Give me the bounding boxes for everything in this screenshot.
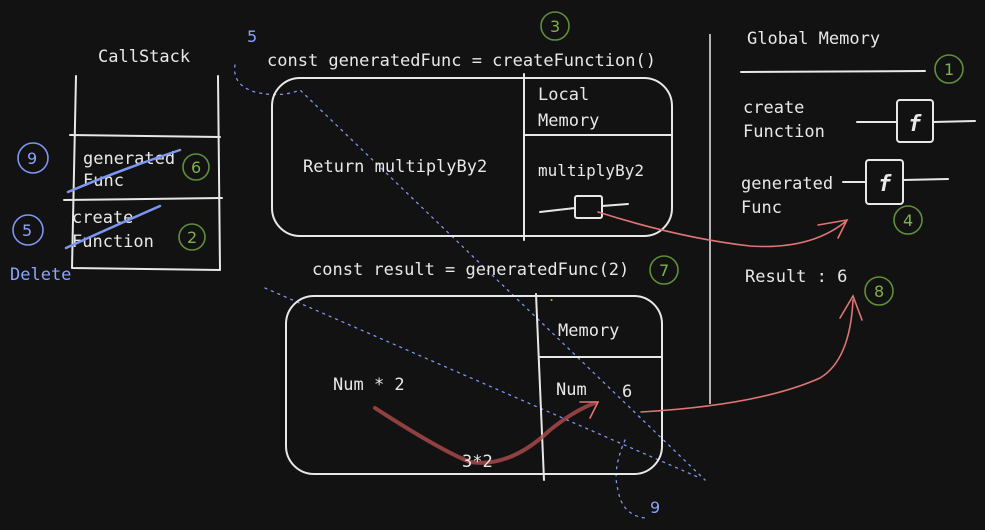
calc-arrow xyxy=(373,401,597,465)
calc-arrow-head xyxy=(579,401,600,419)
ec1-mem-var: multiplyBy2 xyxy=(538,161,644,180)
dotted-divider-2 xyxy=(264,287,701,479)
frame-generated-line2: Func xyxy=(83,171,124,191)
step-6: 6 xyxy=(191,158,201,177)
step-circle-2 xyxy=(178,223,206,251)
ec2-mem-title: Memory xyxy=(558,321,619,341)
global-entry1-box xyxy=(896,99,934,143)
arrow-to-result xyxy=(640,299,854,413)
global-entry2-value: f xyxy=(878,172,892,197)
ec2-body: Num * 2 xyxy=(333,375,405,395)
global-entry1-line xyxy=(856,120,976,123)
ec1-value-line xyxy=(539,203,629,213)
ec1-mem-title-1: Local xyxy=(538,85,589,105)
step-5-left: 5 xyxy=(22,221,32,240)
step-1: 1 xyxy=(944,60,954,79)
dotted-return-path xyxy=(234,64,706,481)
step-circle-6 xyxy=(182,153,210,181)
global-entry2-box xyxy=(865,159,904,205)
step-circle-8 xyxy=(864,276,894,306)
step-circle-5-left xyxy=(12,214,44,246)
frame-create-line2: Function xyxy=(72,232,154,252)
result-label: Result : 6 xyxy=(745,267,847,287)
step-9-left: 9 xyxy=(27,149,37,168)
step-4: 4 xyxy=(903,211,913,230)
step-circle-9-left xyxy=(17,142,49,174)
step-circle-1 xyxy=(934,54,964,84)
callstack-container xyxy=(71,75,221,271)
global-entry2-line1: generated xyxy=(741,174,833,194)
strike-create xyxy=(64,204,162,250)
frame-create-line1: create xyxy=(72,208,133,228)
step-8: 8 xyxy=(874,282,884,301)
global-title: Global Memory xyxy=(747,29,880,49)
dotted-exit-path xyxy=(615,439,646,519)
ec2-box xyxy=(285,295,663,475)
step-9-bottom: 9 xyxy=(650,498,660,517)
step-2: 2 xyxy=(187,228,197,247)
callstack-divider-mid xyxy=(63,197,223,201)
callstack-divider-top xyxy=(69,134,221,138)
global-entry1-value: f xyxy=(908,112,922,137)
step-7: 7 xyxy=(659,261,669,280)
ec1-mem-title-2: Memory xyxy=(538,111,599,131)
ec2-code: const result = generatedFunc(2) xyxy=(312,260,629,280)
global-entry1-line2: Function xyxy=(743,122,825,142)
global-underline xyxy=(740,70,926,73)
arrow-to-generatedFunc xyxy=(597,211,846,248)
ec2-mem-var: Num xyxy=(556,380,587,400)
ec2-calc: 3*2 xyxy=(462,452,493,472)
ec1-code: const generatedFunc = createFunction() xyxy=(267,51,656,71)
ec2-split xyxy=(535,293,545,481)
ec1-body: Return multiplyBy2 xyxy=(303,157,487,177)
ec2-mem-value: 6 xyxy=(622,382,632,402)
global-entry1-line1: create xyxy=(743,98,804,118)
step-circle-3 xyxy=(540,11,570,41)
global-entry2-line xyxy=(842,178,949,183)
step-circle-4 xyxy=(893,205,923,235)
frame-generated-line1: generated xyxy=(83,149,175,169)
arrow-to-result-head xyxy=(839,294,863,321)
step-5-top: 5 xyxy=(247,27,257,46)
strike-generated xyxy=(66,148,182,194)
delete-label: Delete xyxy=(10,265,71,285)
callstack-title: CallStack xyxy=(98,47,190,67)
ec2-top-mark: . xyxy=(549,286,554,305)
step-3: 3 xyxy=(550,17,560,36)
step-circle-7 xyxy=(649,255,679,285)
ec1-box xyxy=(271,77,673,237)
arrow-to-generatedFunc-head xyxy=(817,218,849,239)
ec1-value-box xyxy=(574,195,603,219)
global-entry2-line2: Func xyxy=(741,198,782,218)
